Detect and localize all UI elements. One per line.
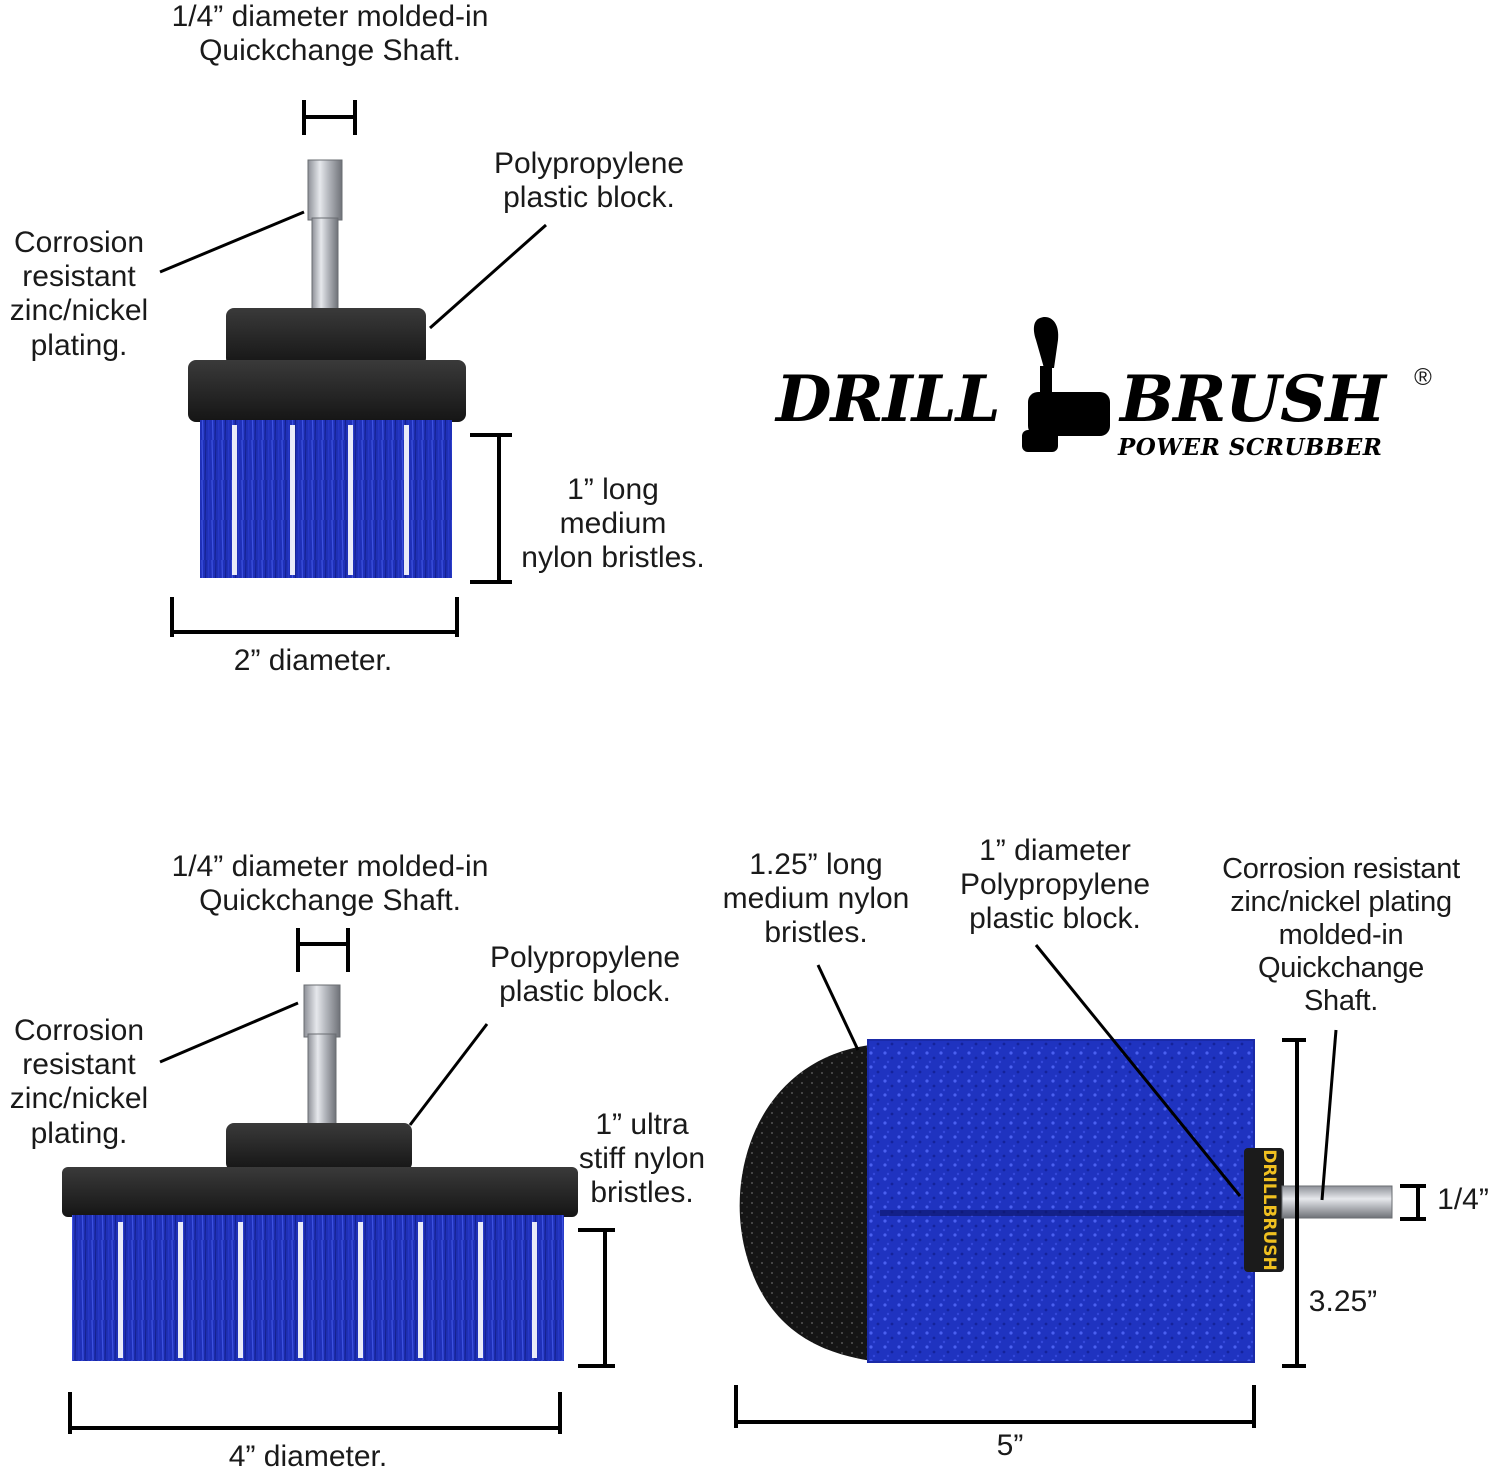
cone-brush-bristle-label: 1.25” long medium nylon bristles. [722, 848, 910, 950]
cone-brush-image: DRILLBRUSH [739, 1039, 1393, 1363]
cone-brush-leaders [816, 944, 1338, 1201]
cone-brush-shaft-dim: 1/4” [1437, 1183, 1489, 1216]
small-brush-bristle-label: 1” long medium nylon bristles. [521, 473, 705, 575]
small-brush-image [188, 159, 466, 578]
logo-drill-icon [1022, 316, 1110, 452]
cone-brush-block-label: 1” diameter Polypropylene plastic block. [959, 834, 1151, 936]
small-brush-dimensions [170, 100, 512, 637]
handle-brand-text: DRILLBRUSH [1259, 1149, 1279, 1271]
cone-brush-dimensions [734, 1038, 1426, 1428]
cone-brush-plating-label: Corrosion resistant zinc/nickel plating … [1222, 853, 1460, 1018]
small-brush-leaders [159, 210, 547, 330]
small-brush-plating-label: Corrosion resistant zinc/nickel plating. [9, 226, 149, 362]
large-brush-shaft-label: 1/4” diameter molded-in Quickchange Shaf… [171, 850, 489, 918]
large-brush-plating-label: Corrosion resistant zinc/nickel plating. [9, 1014, 149, 1150]
large-brush-bristle-label: 1” ultra stiff nylon bristles. [578, 1108, 706, 1210]
large-brush-image [62, 984, 578, 1361]
large-brush-leaders [159, 1001, 489, 1126]
brand-tagline: POWER SCRUBBER [1118, 434, 1383, 461]
cone-brush-length-dim: 5” [996, 1429, 1024, 1462]
brand-word-left: DRILL [776, 362, 1001, 437]
large-brush-block-label: Polypropylene plastic block. [489, 941, 681, 1009]
small-brush-shaft-label: 1/4” diameter molded-in Quickchange Shaf… [171, 0, 489, 68]
small-brush-block-label: Polypropylene plastic block. [493, 147, 685, 215]
cone-brush-height-dim: 3.25” [1308, 1285, 1378, 1318]
large-brush-dimensions [68, 928, 615, 1434]
registered-mark: ® [1414, 364, 1432, 391]
large-brush-diameter-label: 4” diameter. [228, 1440, 388, 1473]
small-brush-diameter-label: 2” diameter. [233, 644, 393, 677]
brand-word-right: BRUSH [1120, 362, 1386, 437]
